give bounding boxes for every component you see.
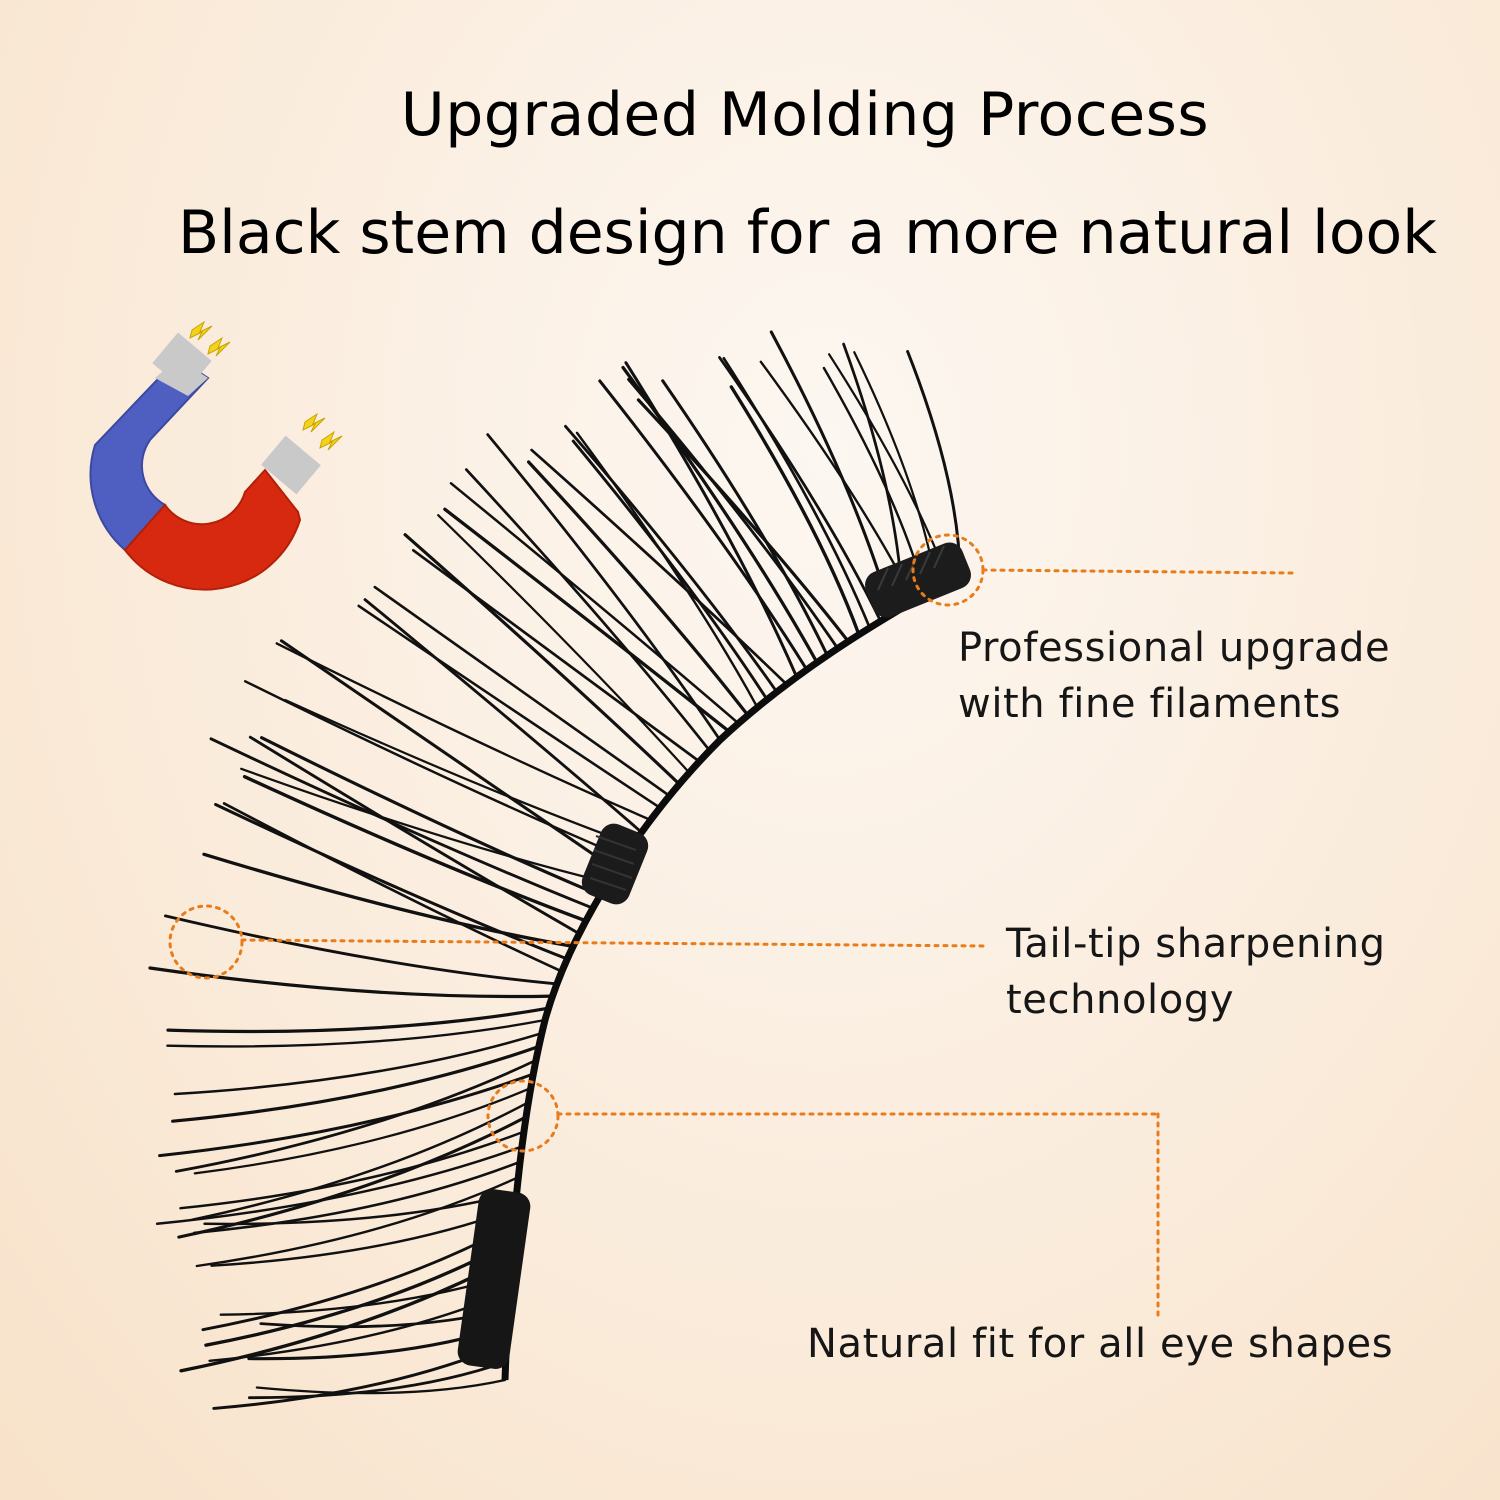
magnet-pad-bottom xyxy=(457,1189,531,1369)
magnet-pad-top xyxy=(865,542,971,618)
eyelash-filament xyxy=(275,642,652,822)
eyelash-filament xyxy=(260,736,602,897)
eyelash-filament xyxy=(255,1378,507,1395)
callout-1-line-2: with fine filaments xyxy=(958,681,1342,727)
headline-black-stem: Black stem design for a more natural loo… xyxy=(178,198,1438,268)
eyelash-filament xyxy=(621,365,819,665)
eyelash-filament xyxy=(155,1145,524,1226)
eyelash-filament xyxy=(240,767,610,884)
eyelash-filament xyxy=(173,1031,544,1096)
callout-2-line-1: Tail-tip sharpening xyxy=(1006,921,1386,967)
eyelash-filament xyxy=(202,852,575,949)
eyelash-filament xyxy=(177,1115,528,1239)
eyelash-filament xyxy=(443,507,731,734)
callout-2-line-2: technology xyxy=(1006,977,1235,1023)
callout-3-line-1: Natural fit for all eye shapes xyxy=(807,1321,1394,1367)
eyelash-filament xyxy=(179,1130,526,1210)
eyelash-filament xyxy=(222,802,564,973)
eyelash-filament xyxy=(449,482,740,725)
magnet-pad-middle xyxy=(581,823,649,905)
eyelash-filament xyxy=(526,460,750,717)
eyelash-filament xyxy=(464,468,711,752)
headline-upgraded-molding: Upgraded Molding Process xyxy=(400,80,1210,150)
callout-marker-2 xyxy=(168,904,990,980)
eyelash-filament xyxy=(158,1072,535,1158)
eyelash-filament xyxy=(166,1018,547,1048)
callout-1-line-1: Professional upgrade xyxy=(958,625,1391,671)
eyelash-filament xyxy=(163,914,559,986)
eyelash-filament xyxy=(906,350,962,577)
eyelash-filament xyxy=(242,775,588,923)
eyelash-filament xyxy=(284,698,634,846)
eyelash-filament xyxy=(827,353,950,583)
eyelash-filament xyxy=(530,448,789,686)
eyelash-filament xyxy=(214,802,569,961)
eyelash-filament xyxy=(243,680,626,859)
eyelash-filament xyxy=(411,548,701,763)
eyelash-filament xyxy=(195,1176,520,1268)
eyelash-filament xyxy=(192,1160,522,1235)
eyelash-filament xyxy=(148,966,555,999)
eyelash-filament xyxy=(248,735,581,936)
eyelash-filament xyxy=(357,604,662,810)
eyelash-filament xyxy=(363,598,644,834)
callout-marker-3 xyxy=(486,1079,1160,1318)
lightning-spark-icon xyxy=(189,320,343,451)
eyelash-filament xyxy=(166,1006,551,1034)
eyelash-filament xyxy=(627,377,840,650)
eyelash-filament xyxy=(279,639,618,872)
callout-text-natural-fit: Natural fit for all eye shapes xyxy=(807,1316,1393,1372)
eyelash-filament xyxy=(373,585,671,798)
eyelash-filament xyxy=(718,356,882,623)
eyelash-filament xyxy=(193,1086,532,1175)
eyelash-filament xyxy=(174,1058,538,1173)
eyelash-filament xyxy=(598,379,809,672)
eyelash-filament xyxy=(191,1101,530,1221)
eyelash-filament xyxy=(171,1044,541,1123)
eyelash-filament xyxy=(571,439,769,702)
eyelash-filament xyxy=(564,424,779,694)
eyelash-filament xyxy=(209,737,595,910)
callout-marker-1 xyxy=(911,533,1294,607)
eyelash-filament xyxy=(636,398,850,644)
eyelash-filament xyxy=(403,533,681,786)
eyelash-filament xyxy=(437,514,691,774)
eyelash-filament xyxy=(661,379,829,657)
eyelash-filament xyxy=(729,385,861,637)
callout-text-tail-tip: Tail-tip sharpening technology xyxy=(1006,916,1386,1028)
horseshoe-magnet-icon xyxy=(89,332,321,591)
eyelash-filament xyxy=(247,1360,508,1400)
callout-text-filaments: Professional upgrade with fine filaments xyxy=(958,620,1390,732)
